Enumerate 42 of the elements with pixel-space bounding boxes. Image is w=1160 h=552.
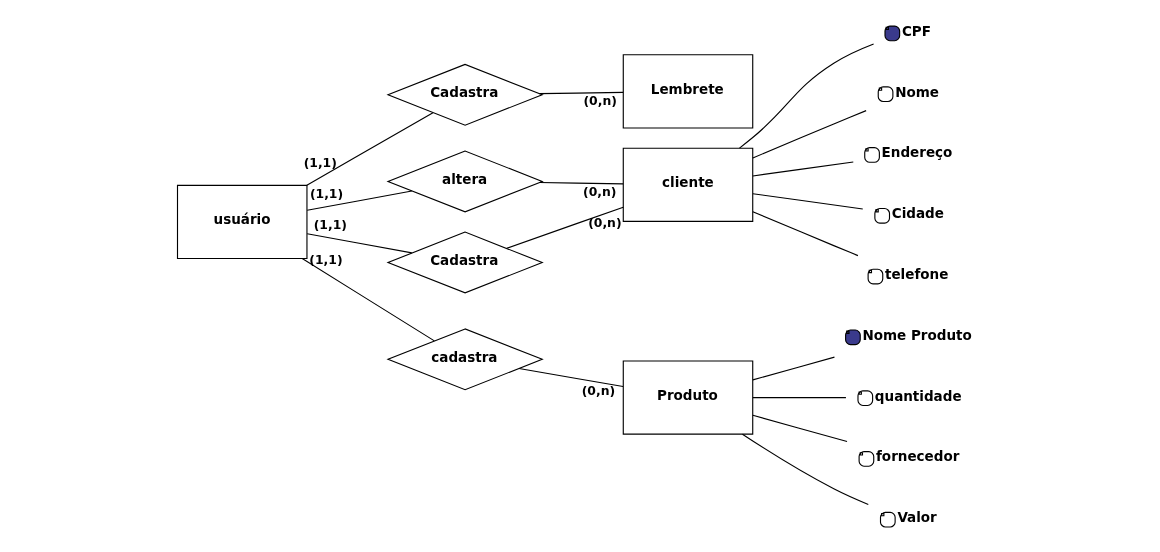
edge-label: (1,1): [303, 156, 337, 171]
edge-label: (0,n): [582, 94, 617, 109]
connector: [738, 43, 874, 149]
node-label: telefone: [884, 265, 948, 282]
edge-label: (0,n): [587, 215, 622, 230]
node-box: usuário: [176, 184, 308, 260]
node-label: Nome Produto: [861, 326, 972, 343]
node-box: cliente: [622, 147, 753, 222]
connector: [505, 206, 624, 249]
node-diamond: Cadastra: [385, 231, 544, 294]
connector: [518, 367, 624, 388]
connector: [305, 112, 434, 186]
node-label: CPF: [901, 22, 931, 39]
edge-label: (1,1): [313, 218, 347, 233]
node-diamond: altera: [385, 150, 544, 213]
connector: [751, 193, 863, 210]
connector: [741, 433, 869, 505]
node-box: Produto: [622, 360, 753, 435]
connector: [306, 190, 412, 211]
node-label: Endereço: [881, 144, 952, 161]
connector: [751, 211, 858, 257]
node-box: Lembrete: [622, 54, 753, 129]
node-label: Cidade: [891, 205, 944, 222]
connector: [751, 161, 854, 177]
connector: [538, 182, 624, 185]
connector: [301, 258, 435, 342]
node-diamond: Cadastra: [385, 63, 544, 126]
edge-label: (1,1): [309, 186, 343, 201]
node-label: quantidade: [874, 387, 962, 404]
connector: [751, 397, 846, 399]
node-label: Nome: [894, 83, 939, 100]
node-diamond: cadastra: [385, 328, 544, 391]
connector: [751, 414, 848, 443]
node-label: Valor: [896, 509, 937, 526]
edge-label: (0,n): [582, 185, 617, 199]
edge-label: (1,1): [308, 252, 343, 267]
connector: [306, 233, 412, 254]
connector: [751, 110, 867, 159]
node-label: fornecedor: [875, 448, 959, 465]
connector: [538, 91, 624, 95]
connector: [751, 356, 835, 381]
edge-label: (0,n): [581, 384, 615, 399]
